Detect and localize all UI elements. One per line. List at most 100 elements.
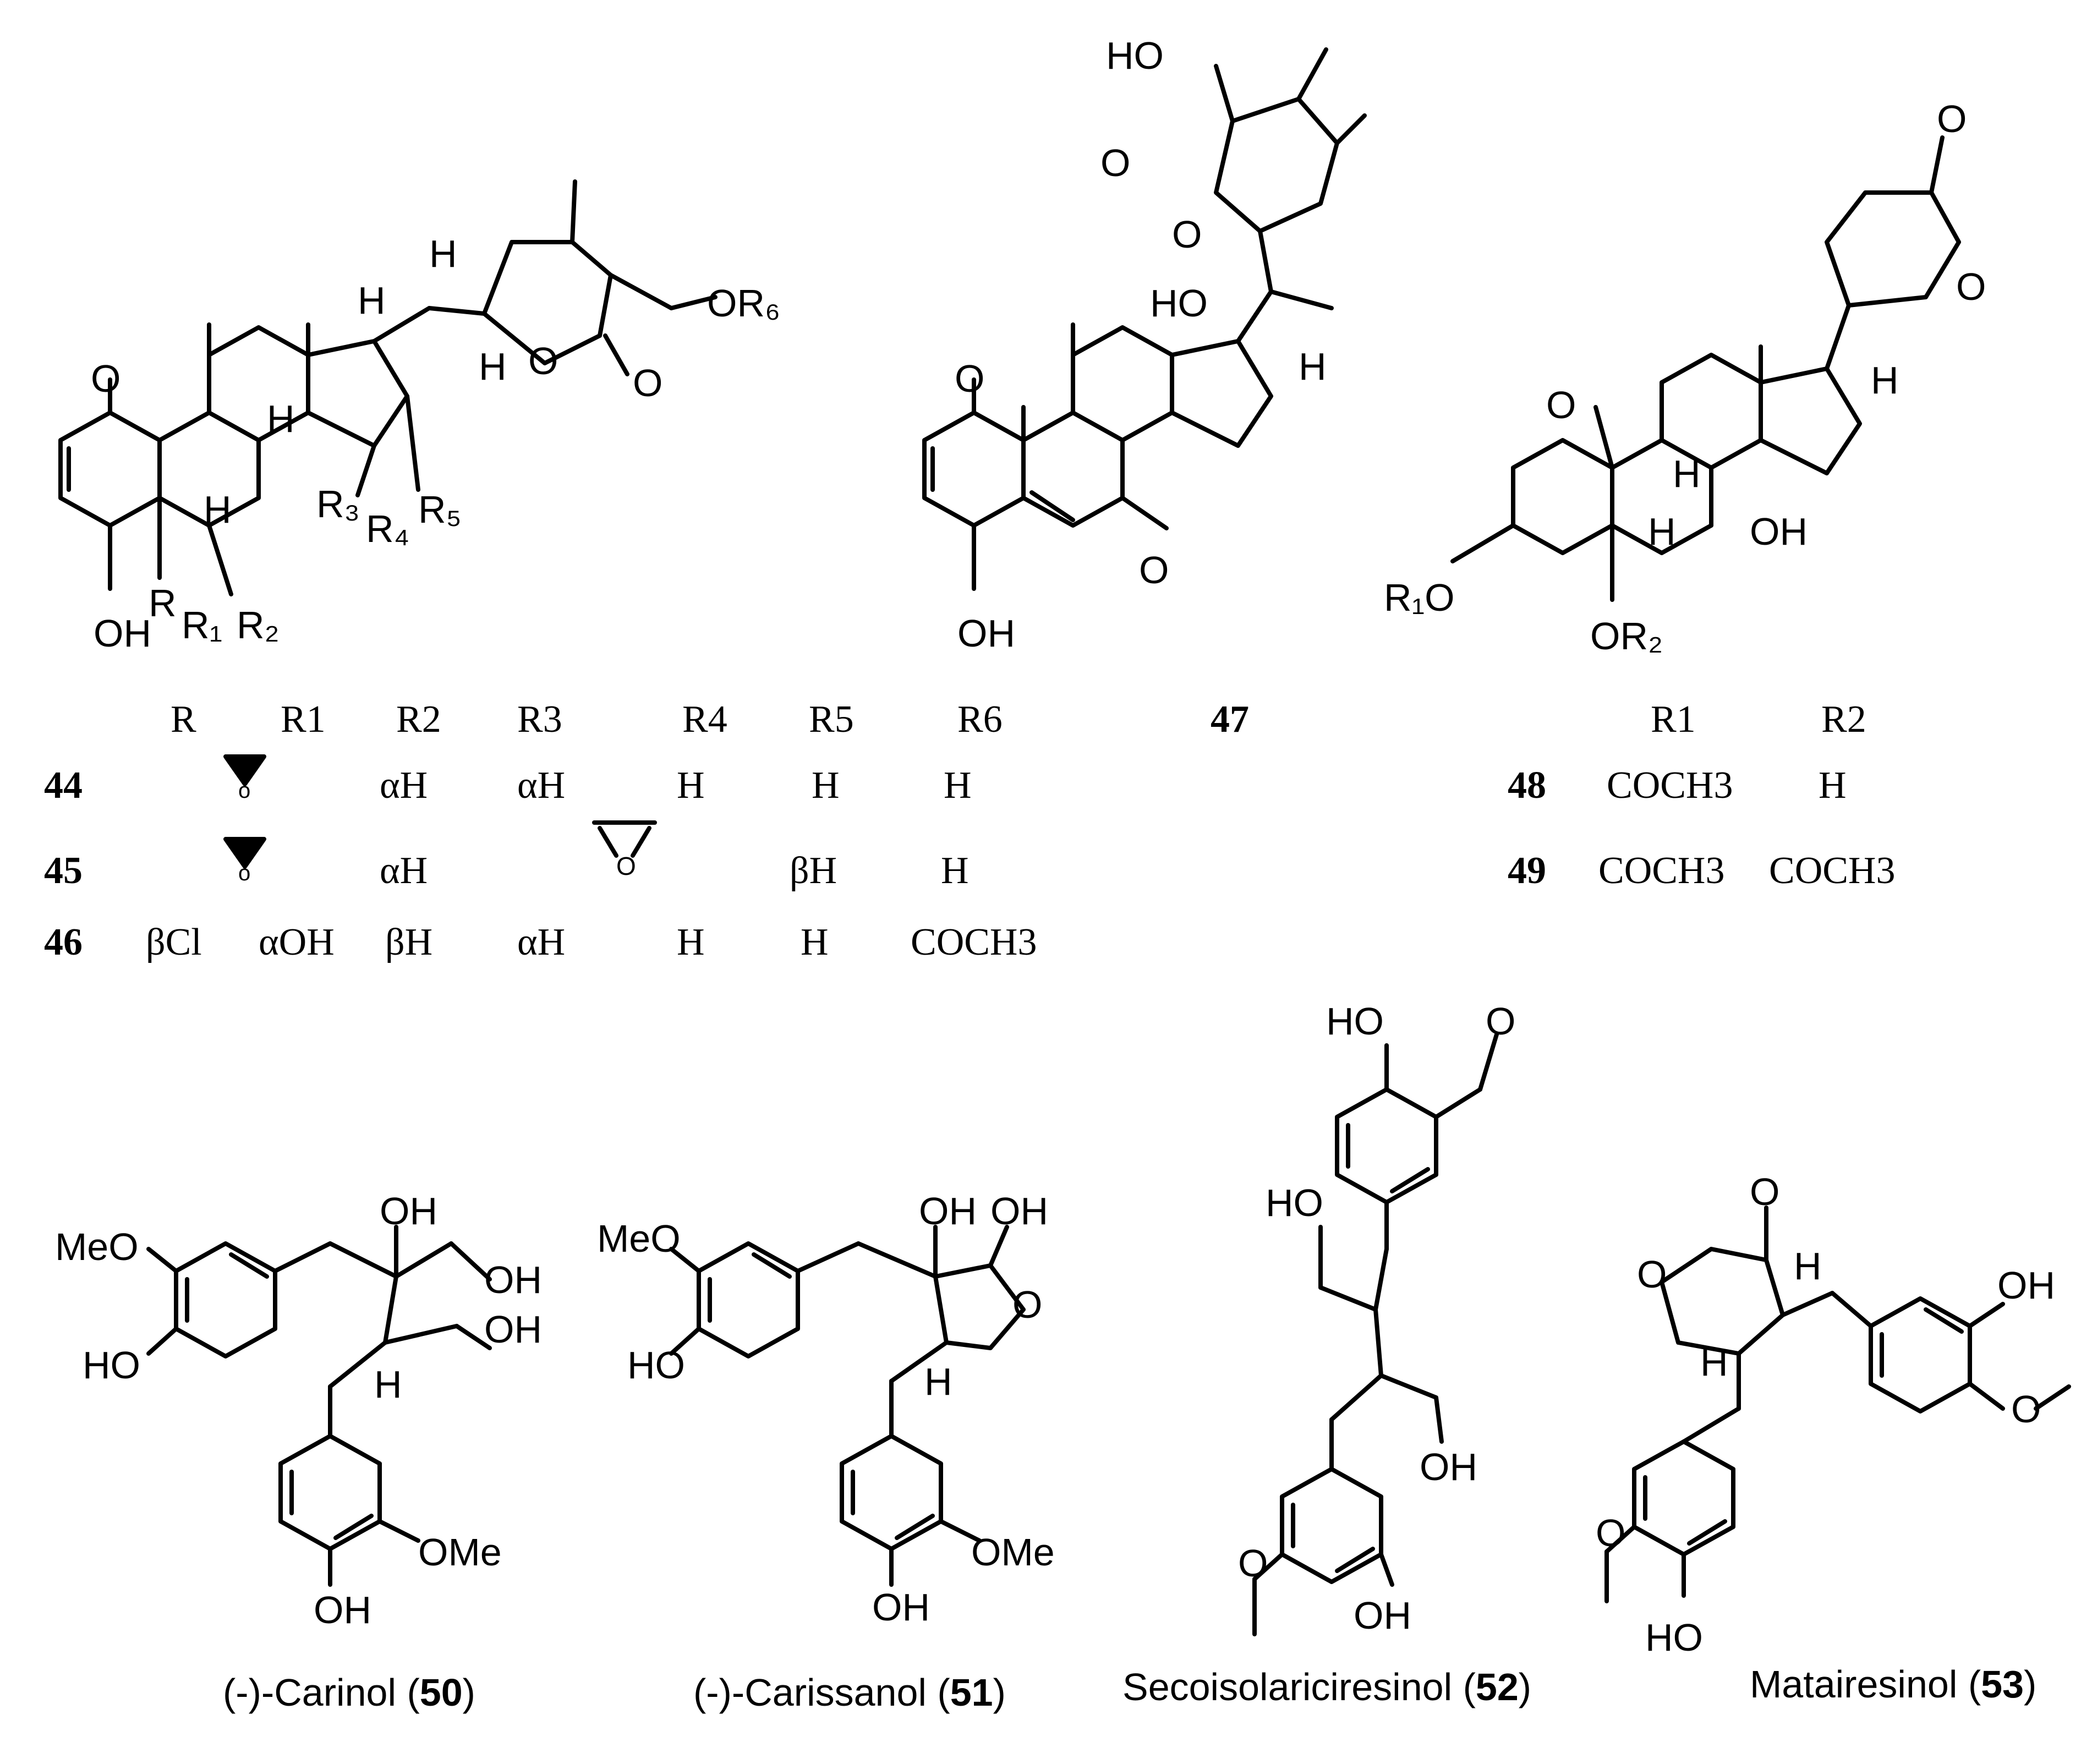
structure-53: O O H H OH O O HO <box>1596 1170 2071 1659</box>
table-header-R: R <box>171 698 196 741</box>
row-46-id: 46 <box>44 921 83 963</box>
svg-text:OMe: OMe <box>971 1531 1055 1574</box>
caption-50: (-)-Carinol (50) <box>223 1671 475 1714</box>
structure-52: HO O HO OH O OH <box>1238 1000 1515 1637</box>
svg-text:H: H <box>204 488 232 531</box>
table-header-R2: R2 <box>396 698 441 741</box>
caption-52-name: Secoisolariciresinol <box>1122 1666 1452 1708</box>
svg-text:H: H <box>429 232 457 275</box>
row-46-R3: αH <box>517 921 565 963</box>
table-header-R4: R4 <box>682 698 727 741</box>
svg-text:OH: OH <box>380 1190 437 1232</box>
svg-text:OR₆: OR₆ <box>707 282 780 325</box>
svg-text:O: O <box>1546 384 1576 426</box>
svg-text:O: O <box>955 357 984 400</box>
epoxide-icon: o <box>223 754 266 803</box>
svg-text:H: H <box>1299 345 1327 388</box>
compound-47-label: 47 <box>1211 698 1249 741</box>
caption-53: Matairesinol (53) <box>1750 1663 2036 1706</box>
structure-51: MeO HO OH OH O H OMe OH <box>597 1190 1055 1629</box>
row-49-id: 49 <box>1508 850 1546 892</box>
row-48-R2: H <box>1819 764 1847 807</box>
svg-text:O: O <box>1486 1000 1515 1043</box>
svg-text:OH: OH <box>1997 1264 2055 1307</box>
row-46-R6: COCH3 <box>911 921 1037 963</box>
svg-text:MeO: MeO <box>55 1225 139 1268</box>
caption-50-num: 50 <box>420 1671 463 1714</box>
row-46-R5: H <box>801 921 829 963</box>
row-49-R1: COCH3 <box>1598 850 1724 892</box>
svg-text:O: O <box>1596 1511 1625 1554</box>
table-header-R6: R6 <box>957 698 1003 741</box>
table-header-R1: R1 <box>281 698 326 741</box>
svg-text:HO: HO <box>1266 1181 1323 1224</box>
svg-text:HO: HO <box>627 1344 685 1387</box>
caption-51-num: 51 <box>950 1671 993 1714</box>
svg-text:O: O <box>1956 265 1986 308</box>
svg-text:R₅: R₅ <box>418 488 462 531</box>
row-44-R3: αH <box>517 764 565 807</box>
substituent-table-48-49: R1 R2 48 COCH3 H 49 COCH3 COCH3 <box>1508 698 1895 892</box>
svg-text:O: O <box>528 339 558 382</box>
caption-51-name: (-)-Carissanol <box>693 1671 927 1714</box>
svg-text:OR₂: OR₂ <box>1590 615 1663 658</box>
epoxide-icon: o <box>223 837 266 885</box>
svg-text:HO: HO <box>83 1344 140 1387</box>
svg-text:H: H <box>479 345 507 388</box>
svg-text:o: o <box>238 779 250 803</box>
svg-text:OH: OH <box>872 1586 930 1629</box>
svg-text:O: O <box>616 852 636 880</box>
caption-51: (-)-Carissanol (51) <box>693 1671 1006 1714</box>
svg-text:H: H <box>1871 359 1899 402</box>
svg-text:OMe: OMe <box>418 1531 502 1574</box>
svg-text:OH: OH <box>314 1588 371 1631</box>
svg-text:O: O <box>1012 1283 1042 1326</box>
svg-text:OH: OH <box>1750 510 1808 553</box>
row-45-R2: αH <box>380 850 428 892</box>
svg-text:O: O <box>1139 549 1169 591</box>
svg-text:HO: HO <box>1645 1616 1703 1659</box>
svg-text:O: O <box>633 361 662 404</box>
structure-44-46: O O O OR₆ H H H H H OH R R₁ R₂ R₃ R₄ R₅ <box>58 179 780 655</box>
svg-text:MeO: MeO <box>597 1217 681 1260</box>
table-right-header-R2: R2 <box>1821 698 1866 741</box>
svg-text:O: O <box>1750 1170 1779 1213</box>
svg-text:O: O <box>1172 213 1202 256</box>
svg-text:OH: OH <box>1420 1445 1477 1488</box>
svg-text:HO: HO <box>1150 282 1208 325</box>
row-46-R: βCl <box>146 921 202 963</box>
caption-52-num: 52 <box>1476 1666 1519 1708</box>
svg-text:R₁: R₁ <box>182 604 222 647</box>
svg-text:o: o <box>238 861 250 885</box>
svg-text:OH: OH <box>957 612 1015 655</box>
svg-text:H: H <box>1648 510 1676 553</box>
caption-50-name: (-)-Carinol <box>223 1671 396 1714</box>
structure-47: O O O O HO HO H OH 47 <box>922 34 1367 741</box>
structure-48-49: O O O H H H OH R₁O OR₂ <box>1384 97 1986 658</box>
row-46-R2: βH <box>385 921 432 963</box>
svg-text:OH: OH <box>484 1308 542 1351</box>
svg-text:R₁O: R₁O <box>1384 576 1455 619</box>
svg-text:H: H <box>1700 1341 1728 1384</box>
caption-53-name: Matairesinol <box>1750 1663 1957 1706</box>
svg-text:O: O <box>1937 97 1967 140</box>
row-46-R4: H <box>677 921 705 963</box>
svg-text:OH: OH <box>1354 1594 1411 1637</box>
row-46-R1: αOH <box>259 921 335 963</box>
svg-text:R: R <box>149 582 177 624</box>
captions: (-)-Carinol (50) (-)-Carissanol (51) Sec… <box>223 1663 2036 1714</box>
row-48-R1: COCH3 <box>1607 764 1733 807</box>
table-right-header-R1: R1 <box>1651 698 1696 741</box>
svg-text:O: O <box>2011 1388 2041 1431</box>
svg-text:HO: HO <box>1106 34 1164 77</box>
svg-text:H: H <box>267 397 295 440</box>
svg-text:O: O <box>91 357 121 400</box>
caption-52: Secoisolariciresinol (52) <box>1122 1666 1531 1708</box>
row-45-id: 45 <box>44 850 83 892</box>
row-48-id: 48 <box>1508 764 1546 807</box>
svg-text:OH: OH <box>94 612 151 655</box>
svg-text:H: H <box>374 1363 402 1406</box>
svg-text:H: H <box>1673 452 1701 495</box>
svg-text:H: H <box>1794 1245 1822 1288</box>
